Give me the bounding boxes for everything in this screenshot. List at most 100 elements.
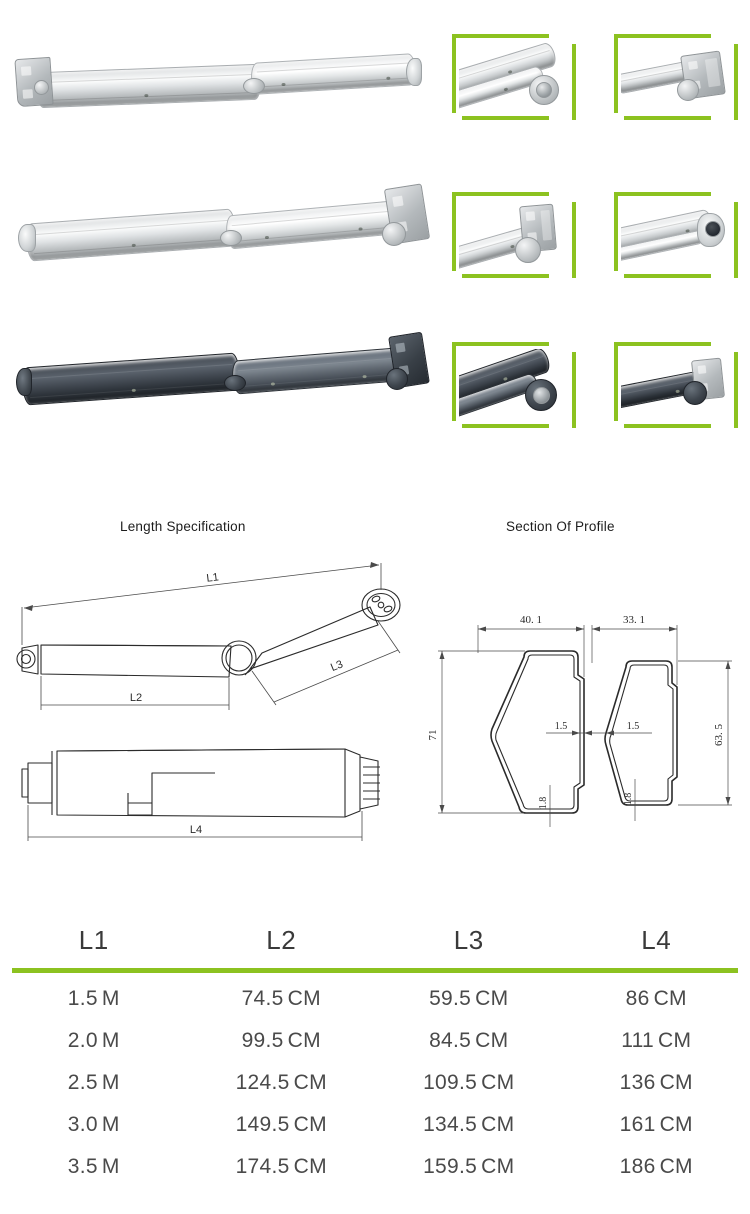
arm-elbow-knuckle	[220, 230, 242, 246]
detail-callout-end-pivot	[614, 192, 738, 278]
cell-unit: CM	[659, 1155, 693, 1178]
cell-value: 99.5	[241, 1029, 284, 1052]
arm-rear-endcap	[18, 224, 36, 252]
cell-unit: CM	[293, 1071, 327, 1094]
arm-inner-segment	[20, 352, 242, 406]
cell-unit: CM	[475, 987, 509, 1010]
cell-unit: M	[101, 987, 120, 1010]
detail-bracket-pivot	[677, 79, 699, 101]
profile-left-wall-side-label: 1.5	[555, 721, 568, 732]
product-photo-main	[8, 178, 438, 308]
length-specification-title: Length Specification	[120, 519, 246, 534]
profile-left-width-label: 40. 1	[520, 614, 542, 626]
column-header-l2: L2	[266, 925, 297, 955]
detail-endcap-bore	[705, 221, 721, 237]
detail-photo	[459, 41, 569, 113]
cell-value: 161	[619, 1113, 656, 1136]
cell-value: 159.5	[423, 1155, 478, 1178]
cell-unit: CM	[659, 1113, 693, 1136]
detail-callout-charcoal-elbow	[452, 342, 576, 428]
cell-unit: CM	[287, 987, 321, 1010]
arm-bracket-pivot	[34, 80, 49, 95]
detail-bracket-pivot	[683, 381, 707, 405]
cell-unit: M	[101, 1029, 120, 1052]
cell-unit: CM	[481, 1071, 515, 1094]
arm-elbow-knuckle	[243, 78, 265, 94]
arm-outer-segment	[224, 200, 398, 250]
detail-photo	[459, 199, 569, 271]
profile-right-height-label: 63. 5	[713, 724, 725, 747]
cell-value: 111	[621, 1029, 655, 1052]
detail-photo	[621, 349, 731, 421]
product-photo-row-silver-folded	[0, 20, 750, 160]
section-of-profile-title: Section Of Profile	[506, 519, 615, 534]
detail-callout-wall-bracket	[614, 34, 738, 120]
detail-pivot-inner	[536, 82, 552, 98]
dimension-label-l2: L2	[130, 692, 142, 704]
cell-value: 149.5	[235, 1113, 290, 1136]
cell-unit: CM	[481, 1155, 515, 1178]
cell-value: 74.5	[241, 987, 284, 1010]
cell-unit: M	[101, 1155, 120, 1178]
cell-unit: CM	[481, 1113, 515, 1136]
detail-photo	[459, 349, 569, 421]
product-photo-row-silver-extended	[0, 178, 750, 308]
detail-callout-charcoal-bracket	[614, 342, 738, 428]
arm-wall-bracket	[14, 56, 54, 108]
profile-left-height-label: 71	[427, 730, 439, 741]
arm-elbow-knuckle	[224, 375, 246, 391]
cell-unit: CM	[658, 1029, 692, 1052]
product-photo-row-charcoal	[0, 330, 750, 450]
profile-left-wall-bottom-label: 1.8	[538, 797, 549, 810]
detail-photo	[621, 41, 731, 113]
cell-value: 186	[619, 1155, 656, 1178]
cell-value: 59.5	[429, 987, 472, 1010]
dimension-label-l1: L1	[206, 571, 220, 584]
dimension-label-l3: L3	[329, 658, 345, 674]
dimension-label-l4: L4	[190, 824, 202, 836]
cell-value: 3.5	[67, 1155, 98, 1178]
cell-value: 109.5	[423, 1071, 478, 1094]
cell-unit: M	[101, 1113, 120, 1136]
profile-right-wall-side-label: 1.5	[627, 721, 640, 732]
cell-value: 1.5	[67, 987, 98, 1010]
detail-pivot-knuckle	[529, 75, 559, 105]
detail-pivot-knuckle	[515, 237, 541, 263]
cell-value: 134.5	[423, 1113, 478, 1136]
section-of-profile-drawing: 40. 1 71 1.5 1.8	[420, 545, 750, 845]
table-header-row: L1 L2 L3 L4	[0, 925, 750, 973]
product-photo-main	[8, 20, 438, 160]
profile-right-width-label: 33. 1	[623, 614, 645, 626]
cell-value: 3.0	[67, 1113, 98, 1136]
detail-callout-elbow-joint	[452, 34, 576, 120]
table-header-divider	[12, 968, 738, 973]
column-header-l4: L4	[641, 925, 672, 955]
arm-shoulder-pivot	[382, 222, 406, 246]
cell-unit: CM	[475, 1029, 509, 1052]
cell-value: 136	[619, 1071, 656, 1094]
cell-value: 2.0	[67, 1029, 98, 1052]
arm-shoulder-pivot	[386, 368, 408, 390]
cell-value: 174.5	[235, 1155, 290, 1178]
product-photo-main	[8, 330, 438, 450]
